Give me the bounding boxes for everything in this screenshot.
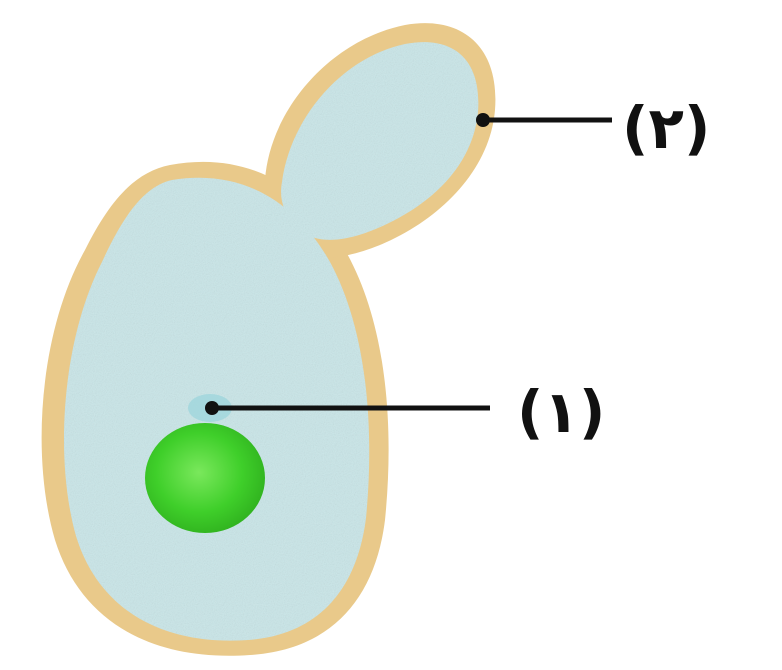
cytoplasm <box>64 42 478 641</box>
pointer-2 <box>476 113 612 127</box>
label-1: (١) <box>517 378 605 446</box>
label-2: (٢) <box>622 94 710 162</box>
nucleus <box>145 423 265 533</box>
